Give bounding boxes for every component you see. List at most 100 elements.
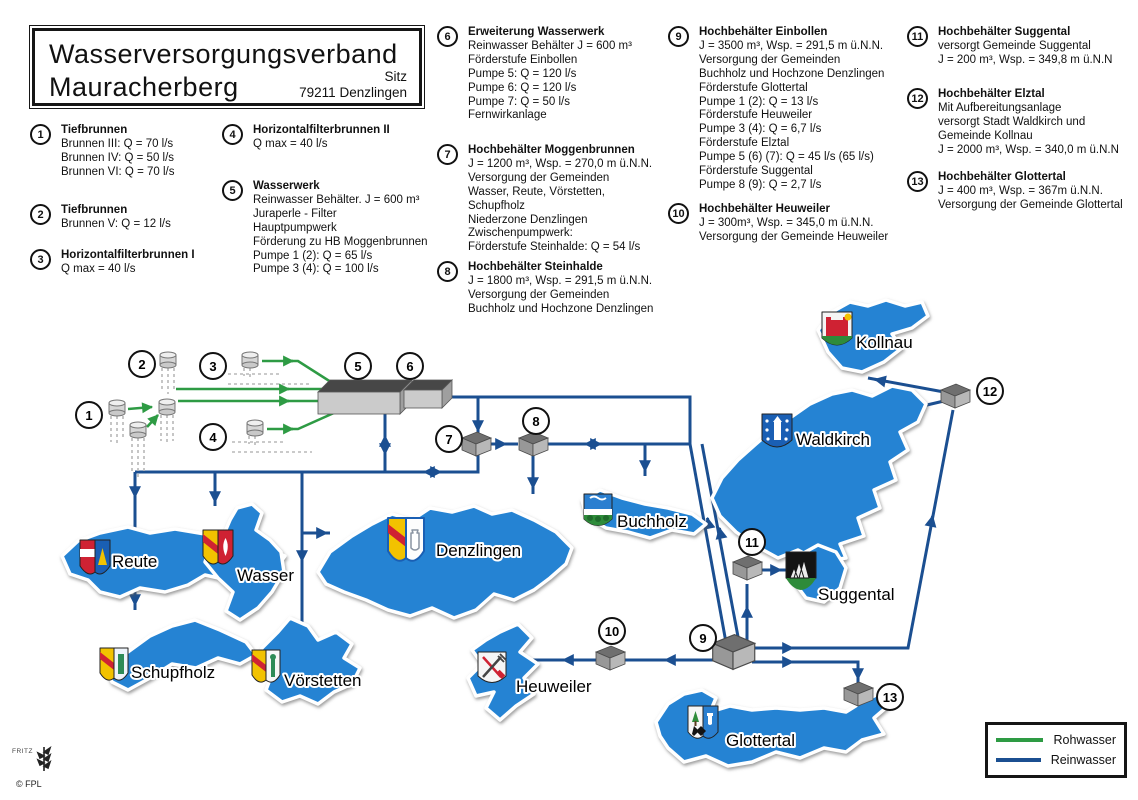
org-title-line1: Wasserversorgungsverband <box>49 39 398 69</box>
map-node-12: 12 <box>983 384 997 399</box>
info-block-number: 9 <box>668 26 689 47</box>
well-icons <box>108 351 312 478</box>
well-dashes <box>110 368 312 478</box>
info-block-line: Versorgung der Gemeinde Heuweiler <box>699 230 889 243</box>
info-block-line: J = 400 m³, Wsp. = 367m ü.N.N. <box>938 184 1103 197</box>
info-block-number: 7 <box>437 144 458 165</box>
info-block-number: 4 <box>222 124 243 145</box>
municipality-shape-denzlingen <box>316 504 574 620</box>
info-block-title: Tiefbrunnen <box>61 124 128 136</box>
waterworks-building <box>317 379 453 415</box>
shield-schupfholz-icon <box>99 647 129 681</box>
copyright: © FPL <box>16 779 42 789</box>
fritz-logo: FRITZ <box>12 744 53 774</box>
info-block-line: Buchholz und Hochzone Denzlingen <box>699 67 885 80</box>
map-node-4: 4 <box>209 430 217 445</box>
info-block-line: Versorgung der Gemeinde Glottertal <box>938 198 1123 211</box>
info-block-line: Reinwasser Behälter J = 600 m³ <box>468 39 632 52</box>
reservoir-icon-9 <box>711 633 757 671</box>
municipality-label-buchholz: Buchholz <box>617 512 687 531</box>
info-block-line: J = 1200 m³, Wsp. = 270,0 m ü.N.N. <box>468 157 653 170</box>
info-block-line: Förderstufe Suggental <box>699 165 813 178</box>
municipality-shape-voerstetten <box>254 616 362 706</box>
shield-heuweiler-icon <box>477 651 507 683</box>
info-block-line: Q max = 40 l/s <box>61 262 136 275</box>
info-block-number: 1 <box>30 124 51 145</box>
info-block-title: Erweiterung Wasserwerk <box>468 26 605 38</box>
info-block-line: Buchholz und Hochzone Denzlingen <box>468 302 654 315</box>
info-block-title: Hochbehälter Einbollen <box>699 26 828 38</box>
shield-voerstetten-icon <box>251 649 281 683</box>
info-block-line: Förderstufe Steinhalde: Q = 54 l/s <box>468 241 641 254</box>
info-block-title: Tiefbrunnen <box>61 204 128 216</box>
municipality-label-heuweiler: Heuweiler <box>516 677 592 696</box>
map-node-11: 11 <box>745 535 759 550</box>
sitz-label: Sitz <box>384 69 407 84</box>
municipality-label-kollnau: Kollnau <box>856 333 913 352</box>
info-block-line: versorgt Stadt Waldkirch und <box>938 115 1086 128</box>
rohwasser-label: Rohwasser <box>1053 733 1116 747</box>
coats-of-arms <box>79 311 853 739</box>
municipality-label-waldkirch: Waldkirch <box>796 430 870 449</box>
info-block-line: Versorgung der Gemeinden <box>468 171 610 184</box>
info-block-line: Fernwirkanlage <box>468 109 547 122</box>
info-block-line: J = 200 m³, Wsp. = 349,8 m ü.N.N <box>938 53 1113 66</box>
municipality-label-suggental: Suggental <box>818 585 895 604</box>
fritz-logo-text: FRITZ <box>12 748 33 755</box>
info-block-title: Hochbehälter Heuweiler <box>699 203 831 215</box>
info-block-line: Pumpe 5 (6) (7): Q = 45 l/s (65 l/s) <box>699 151 874 164</box>
info-block-line: versorgt Gemeinde Suggental <box>938 39 1091 52</box>
info-block-number: 3 <box>30 249 51 270</box>
reservoir-icon-8 <box>517 431 550 457</box>
info-block-line: Zwischenpumpwerk: <box>468 227 573 240</box>
info-block-line: J = 1800 m³, Wsp. = 291,5 m ü.N.N. <box>468 274 653 287</box>
info-block-line: Förderstufe Heuweiler <box>699 109 813 122</box>
info-block-number: 6 <box>437 26 458 47</box>
info-block-line: Pumpe 6: Q = 120 l/s <box>468 81 577 94</box>
info-block-title: Horizontalfilterbrunnen II <box>253 124 390 136</box>
map-node-7: 7 <box>445 432 452 447</box>
info-block-title: Hochbehälter Moggenbrunnen <box>468 144 635 156</box>
info-block-line: Q max = 40 l/s <box>253 137 328 150</box>
info-block-line: Pumpe 3 (4): Q = 100 l/s <box>253 263 379 276</box>
info-block-line: Pumpe 8 (9): Q = 2,7 l/s <box>699 178 822 191</box>
info-block-line: Brunnen IV: Q = 50 l/s <box>61 151 175 164</box>
sitz-address: 79211 Denzlingen <box>299 85 407 100</box>
map-node-2: 2 <box>138 357 145 372</box>
reinwasser-pipes <box>129 375 955 728</box>
municipality-label-reute: Reute <box>112 552 157 571</box>
info-block-line: Brunnen V: Q = 12 l/s <box>61 217 171 230</box>
info-block-number: 12 <box>907 88 928 109</box>
info-block-line: Versorgung der Gemeinden <box>699 53 841 66</box>
reservoir-icons <box>460 383 972 707</box>
info-block-title: Hochbehälter Steinhalde <box>468 261 603 273</box>
info-block-line: Reinwasser Behälter. J = 600 m³ <box>253 193 420 206</box>
shield-glottertal-icon <box>687 705 719 739</box>
info-block-number: 10 <box>668 203 689 224</box>
municipality-labels: Reute Wasser Schupfholz Vörstetten Denzl… <box>110 331 915 752</box>
info-block-line: Versorgung der Gemeinden <box>468 288 610 301</box>
info-block-line: Pumpe 1 (2): Q = 65 l/s <box>253 249 373 262</box>
municipality-label-schupfholz: Schupfholz <box>131 663 215 682</box>
info-block-line: Gemeinde Kollnau <box>938 129 1033 142</box>
info-block-line: Niederzone Denzlingen <box>468 213 588 226</box>
shield-wasser-icon <box>202 529 234 565</box>
rohwasser-pipes <box>127 355 346 435</box>
